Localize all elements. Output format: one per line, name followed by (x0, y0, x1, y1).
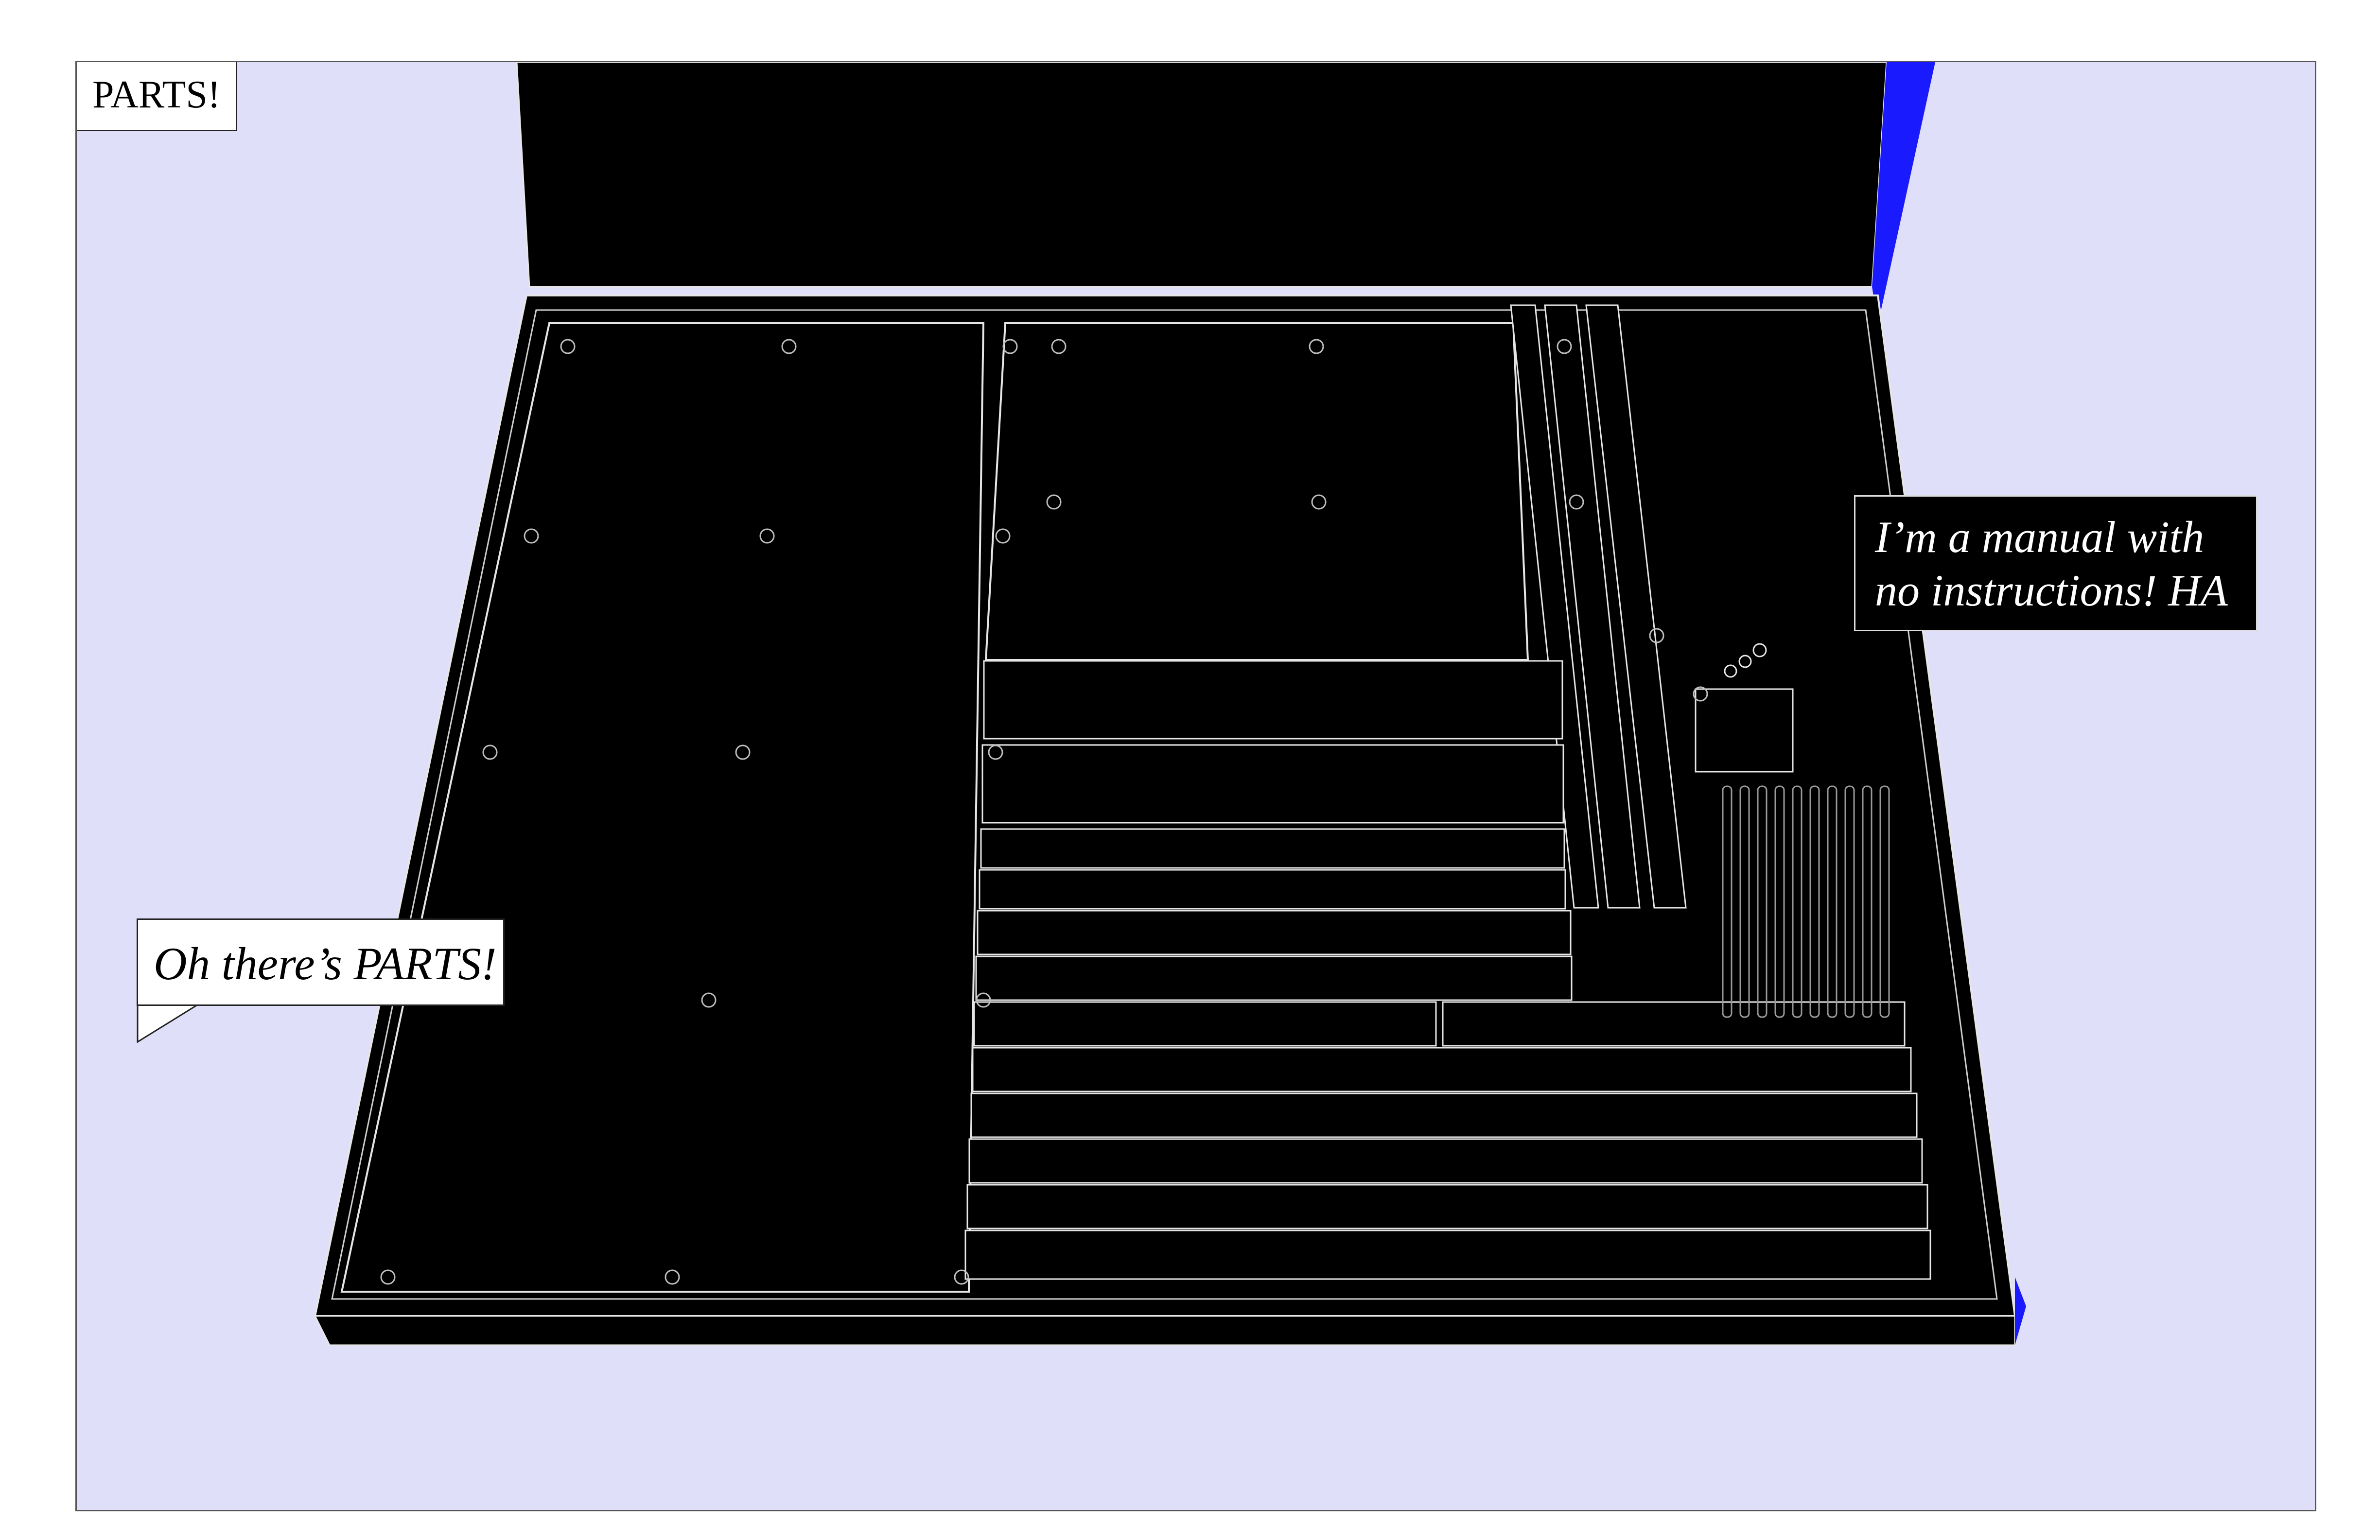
vertical-rail (1585, 304, 1687, 909)
small-pegs-grid (1722, 785, 1890, 1018)
rivets (380, 339, 1708, 1285)
thought-dot (1752, 643, 1767, 658)
rivet (954, 1269, 969, 1285)
rivet (524, 528, 539, 544)
rivet (988, 744, 1003, 760)
rivet (1649, 628, 1664, 643)
manual-booklet (1695, 688, 1794, 773)
horizontal-bar (972, 1047, 1912, 1092)
small-peg (1792, 785, 1802, 1018)
rivet (482, 744, 498, 760)
horizontal-bar (975, 955, 1573, 1001)
thought-dot (1724, 664, 1737, 678)
small-peg (1844, 785, 1855, 1018)
rivet (1311, 494, 1327, 510)
rivet (701, 992, 717, 1008)
rivet (735, 744, 751, 760)
horizontal-bar (983, 660, 1563, 740)
parts-box-illustration (314, 62, 2026, 1346)
upper-sheet-compartment (984, 322, 1529, 661)
caption-box: PARTS! (77, 62, 238, 131)
horizontal-bar (966, 1184, 1928, 1229)
small-peg (1757, 785, 1768, 1018)
thought-line-2: no instructions! HA (1875, 566, 2228, 615)
horizontal-bar (1442, 1001, 1906, 1047)
small-peg (1774, 785, 1785, 1018)
thought-bubble: I’m a manual with no instructions! HA (1854, 495, 2258, 631)
comic-panel: PARTS! Oh there’s PARTS! I’m a manual wi… (75, 61, 2316, 1511)
rivet (759, 528, 775, 544)
small-peg (1739, 785, 1750, 1018)
rivet (1569, 494, 1584, 510)
box-lid (516, 62, 1888, 288)
rivet (1051, 339, 1067, 354)
lid-edge-blue (1872, 62, 1935, 325)
box-side-blue (2015, 1277, 2026, 1345)
small-peg (1809, 785, 1820, 1018)
thought-dot (1738, 655, 1752, 668)
horizontal-bar (973, 1001, 1437, 1047)
horizontal-bar (980, 828, 1565, 869)
small-peg (1722, 785, 1732, 1018)
thought-dots (1724, 643, 1767, 678)
rivet (1557, 339, 1572, 354)
horizontal-bar (968, 1138, 1923, 1184)
small-peg (1879, 785, 1890, 1018)
rivet (560, 339, 576, 354)
small-peg (1827, 785, 1838, 1018)
speech-bubble: Oh there’s PARTS! (137, 918, 505, 1006)
thought-line-1: I’m a manual with (1875, 512, 2205, 562)
speech-bubble-tail (137, 1004, 200, 1043)
small-peg (1862, 785, 1872, 1018)
horizontal-bar (970, 1092, 1918, 1138)
vertical-rails (1510, 304, 1687, 909)
rivet (380, 1269, 396, 1285)
box-front-face (314, 1315, 2016, 1346)
horizontal-bars (964, 660, 1931, 1280)
rivet (1693, 686, 1708, 702)
rivet (976, 992, 991, 1008)
horizontal-bar (964, 1229, 1931, 1280)
rivet (995, 528, 1011, 544)
vertical-rail (1544, 304, 1641, 909)
horizontal-bar (981, 744, 1564, 824)
rivet (1309, 339, 1324, 354)
horizontal-bar (977, 910, 1572, 955)
rivet (665, 1269, 680, 1285)
rivet (781, 339, 797, 354)
rivet (1002, 339, 1018, 354)
horizontal-bar (979, 869, 1566, 910)
rivet (1046, 494, 1062, 510)
